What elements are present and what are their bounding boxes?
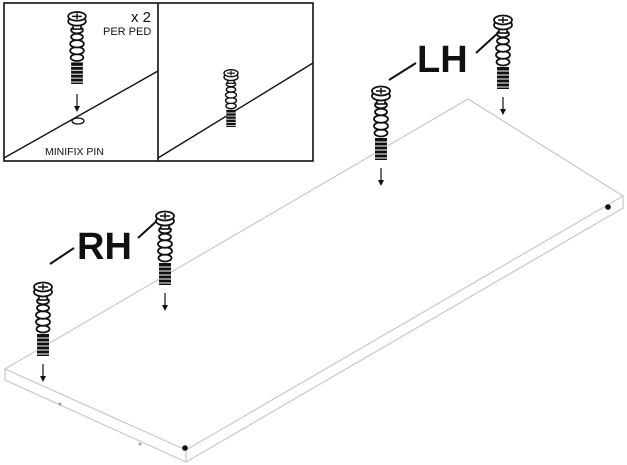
rh-pin-left-icon xyxy=(33,281,53,357)
inset-surface-line-left xyxy=(3,70,159,159)
lh-label: LH xyxy=(417,39,468,81)
rh-pin-right-icon xyxy=(155,210,175,286)
rh-leader-line-left xyxy=(49,247,75,265)
rh-pin-left-arrow-icon xyxy=(39,363,47,383)
panel-front-edge xyxy=(185,196,624,464)
lh-leader-line-left xyxy=(388,62,417,81)
lh-pin-left-arrow-icon xyxy=(377,167,385,187)
rh-label: RH xyxy=(77,226,132,268)
cam-hole-marker-right xyxy=(605,204,611,210)
part-name-label: MINIFIX PIN xyxy=(45,146,104,158)
lh-pin-right-arrow-icon xyxy=(499,96,507,116)
hole-icon xyxy=(71,117,85,125)
edge-dot-left xyxy=(58,402,62,406)
edge-dot-bottom xyxy=(138,442,142,446)
rh-pin-right-arrow-icon xyxy=(161,292,169,312)
inset-panel: x 2 PER PED MINIFIX PIN xyxy=(3,2,314,162)
quantity-label: x 2 xyxy=(131,9,151,26)
lh-pin-left-icon xyxy=(371,85,391,161)
cam-hole-marker-front xyxy=(182,445,188,451)
lh-leader-line-right xyxy=(475,31,500,54)
panel-board xyxy=(3,98,625,464)
lh-pin-right-icon xyxy=(493,14,513,90)
unit-label: PER PED xyxy=(103,26,151,38)
panel-left-edge xyxy=(4,369,187,463)
